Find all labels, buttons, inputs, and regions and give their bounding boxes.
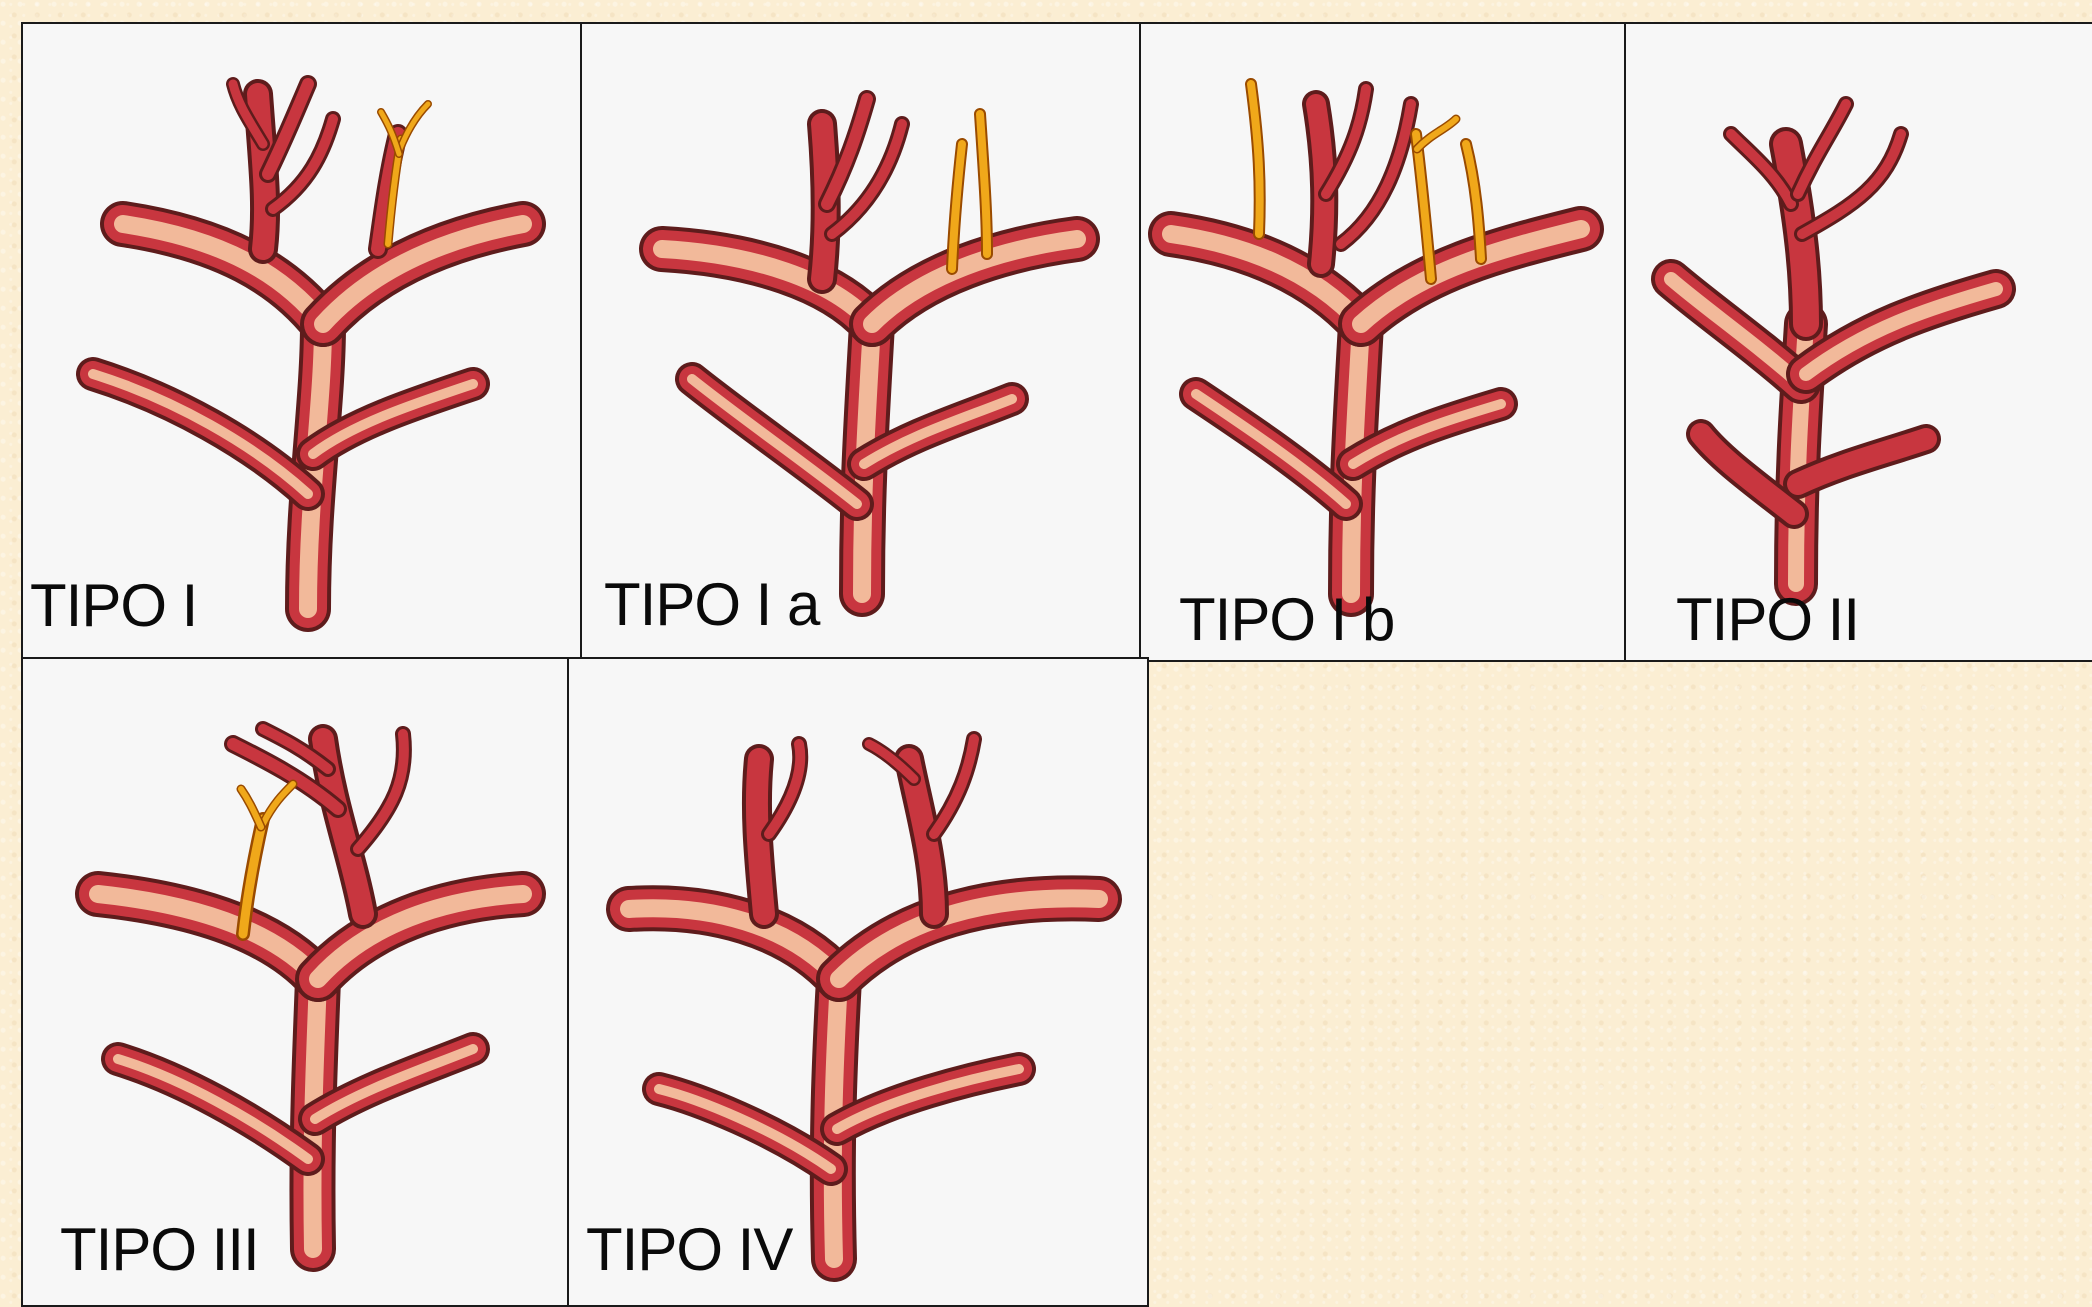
red-tuft [233, 84, 333, 249]
panel-tipo-ii: TIPO II [1624, 22, 2092, 662]
panel-label: TIPO I b [1179, 590, 1394, 650]
panel-label: TIPO III [60, 1220, 259, 1280]
red-tuft-left [757, 744, 800, 914]
red-tuft [1316, 89, 1411, 264]
vessel-drawing-tipo-iii [23, 659, 569, 1307]
panel-tipo-ia: TIPO I a [580, 22, 1141, 659]
panel-label: TIPO I [30, 576, 197, 636]
panel-tipo-iii: TIPO III [21, 657, 569, 1307]
red-tuft-right [869, 739, 974, 914]
upper-branches [629, 898, 1099, 979]
panel-tipo-ib: TIPO I b [1139, 22, 1626, 662]
upper-branches [662, 239, 1077, 324]
panel-tipo-iv: TIPO IV [567, 657, 1149, 1307]
upper-branches [1171, 229, 1581, 324]
vessel-drawing-tipo-iv [569, 659, 1149, 1307]
lower-branches [93, 374, 473, 494]
upper-branches [98, 894, 523, 979]
red-tuft [1731, 104, 1901, 234]
panel-label: TIPO IV [586, 1220, 792, 1280]
yellow-branch [378, 104, 428, 249]
vessel-drawing-tipo-ii [1626, 24, 2092, 662]
panel-label: TIPO II [1676, 590, 1859, 650]
vessel-drawing-tipo-i [23, 24, 582, 659]
panel-label: TIPO I a [604, 575, 819, 635]
yellow-branch [241, 784, 293, 934]
panel-tipo-i: TIPO I [21, 22, 582, 659]
vessel-drawing-tipo-ib [1141, 24, 1626, 662]
red-tuft [822, 99, 902, 279]
upper-branches [123, 224, 523, 324]
vessel-drawing-tipo-ia [582, 24, 1141, 659]
upper-branches [1671, 279, 1996, 384]
